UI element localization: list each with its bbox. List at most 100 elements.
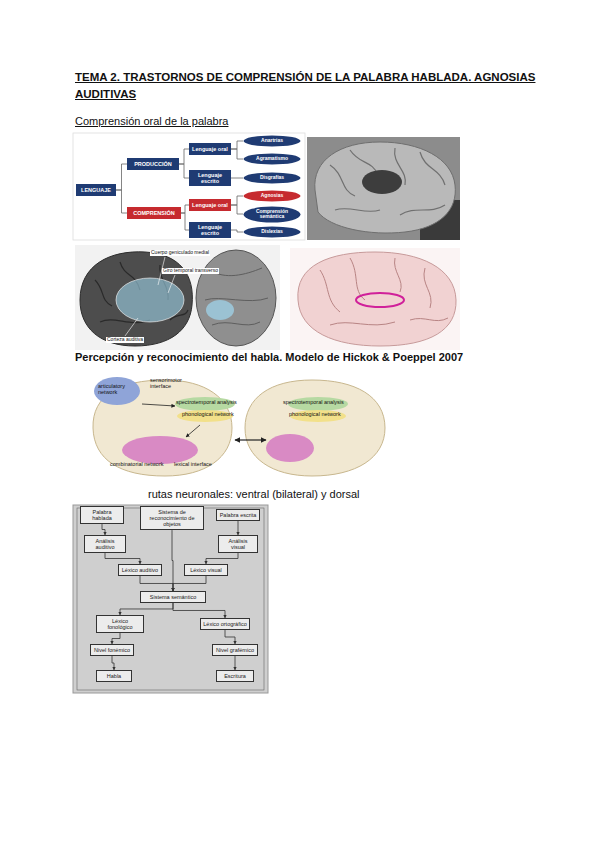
figure-caption: rutas neuronales: ventral (bilateral) y … [148, 488, 360, 502]
connector [179, 149, 189, 164]
node-text: COMPRENSIÓN [133, 210, 175, 216]
node-text: Sistema semántico [150, 594, 196, 600]
process-box: Léxico ortográfico [200, 618, 250, 630]
region-label: phonological network [289, 411, 341, 417]
brain-photo-part [315, 142, 456, 233]
category-box: Lenguaje oral [189, 199, 231, 211]
region-label: articulatory network [98, 383, 136, 395]
node-text: LENGUAJE [81, 187, 111, 193]
connector [206, 553, 238, 564]
auditory-pathway-figure-part [206, 300, 234, 320]
node-text: Nivel grafémico [216, 647, 254, 653]
node-text: Dislexias [261, 229, 283, 235]
auditory-pathway-figure-part [168, 275, 175, 293]
category-box: COMPRENSIÓN [127, 207, 181, 219]
node-text: Agramatismo [256, 156, 288, 162]
connector [225, 630, 235, 644]
node-text: Lenguaje escrito [192, 172, 228, 184]
node-text: Escritura [224, 673, 246, 679]
auditory-pathway-figure-part [80, 252, 192, 346]
connector [179, 164, 189, 178]
hickok-poeppel-figure-part [290, 410, 346, 422]
node-text: Lenguaje oral [192, 146, 228, 152]
category-box: Lenguaje escrito [189, 222, 231, 238]
connector [231, 196, 243, 205]
pink-brain-figure-part [298, 252, 456, 346]
auditory-pathway-figure-part [75, 245, 280, 350]
connector [120, 603, 173, 615]
process-box: Análisis auditivo [84, 535, 126, 553]
node-text: Lenguaje oral [192, 202, 228, 208]
disorder-oval: Disgrafías [243, 172, 301, 184]
pink-brain-figure-part [356, 293, 404, 307]
disorder-oval: Agnosias [243, 190, 301, 202]
node-text: Léxico auditivo [122, 567, 158, 573]
oval-fill [244, 206, 301, 222]
brain-photo [307, 137, 460, 240]
connector [102, 524, 105, 535]
scanned-model-panel [73, 505, 268, 693]
connector [173, 576, 206, 591]
connector [181, 205, 189, 213]
process-box: Escritura [216, 670, 254, 682]
connector [105, 553, 140, 564]
hickok-poeppel-figure-part [122, 436, 198, 464]
node-text: Nivel fonémico [94, 647, 130, 653]
process-box: Léxico visual [184, 564, 228, 576]
node-text: Disgrafías [260, 175, 284, 181]
anatomy-label: Corteza auditiva [106, 337, 144, 343]
hickok-poeppel-figure-part [245, 380, 385, 476]
node-text: Agnosias [261, 193, 284, 199]
region-label: sensorimotor interface [150, 377, 190, 389]
connector [238, 521, 239, 535]
process-box: Sistema de reconocimiento de objetos [140, 506, 204, 530]
scanned-model-panel-part [77, 508, 264, 690]
auditory-pathway-figure-part [116, 278, 184, 322]
connector [116, 164, 127, 190]
category-box: LENGUAJE [76, 184, 116, 196]
connector [173, 603, 225, 618]
disorder-oval: Agramatismo [243, 153, 301, 165]
process-box: Nivel grafémico [212, 644, 258, 656]
node-text: Léxico ortográfico [203, 621, 246, 627]
process-box: Palabra hablada [80, 506, 124, 524]
node-text: Lenguaje escrito [192, 224, 228, 236]
hickok-poeppel-figure-part [266, 434, 314, 462]
node-text: Análisis visual [221, 538, 255, 550]
process-box: Nivel fonémico [90, 644, 134, 656]
disorder-oval: Dislexias [243, 226, 301, 238]
auditory-pathway-figure-part [196, 250, 276, 346]
scanned-model-panel-part [73, 505, 268, 693]
node-text: Léxico fonológico [99, 618, 141, 630]
anatomy-label: Cuerpo geniculado medial [150, 250, 210, 256]
auditory-pathway-figure-part [125, 318, 138, 336]
auditory-pathway-figure-part [205, 268, 268, 325]
node-text: Comprensión semántica [249, 209, 295, 220]
disorder-oval: Comprensión semántica [243, 206, 301, 223]
node-text: Sistema de reconocimiento de objetos [143, 509, 201, 527]
connector [172, 530, 173, 591]
oval-fill [244, 227, 301, 238]
process-box: Análisis visual [218, 535, 258, 553]
flowchart-panel [73, 133, 305, 240]
connector [231, 141, 243, 149]
connector [231, 178, 243, 179]
connector [112, 656, 114, 670]
category-box: Lenguaje escrito [189, 170, 231, 186]
disorder-oval: Anartrias [243, 135, 301, 147]
process-box: Habla [96, 670, 132, 682]
anatomy-label: Giro temporal transverso [162, 268, 219, 274]
connector [231, 230, 243, 232]
auditory-pathway-figure [75, 245, 280, 350]
section-heading: Percepción y reconocimiento del habla. M… [75, 351, 463, 365]
node-text: Léxico visual [190, 567, 222, 573]
page-title: TEMA 2. TRASTORNOS DE COMPRENSIÓN DE LA … [75, 69, 545, 103]
hickok-poeppel-figure-part [177, 410, 233, 422]
pink-brain-figure [290, 248, 460, 350]
hickok-poeppel-figure [93, 377, 385, 476]
node-text: PRODUCCIÓN [134, 161, 172, 167]
pink-brain-figure-part [290, 248, 460, 350]
connector [140, 576, 173, 591]
